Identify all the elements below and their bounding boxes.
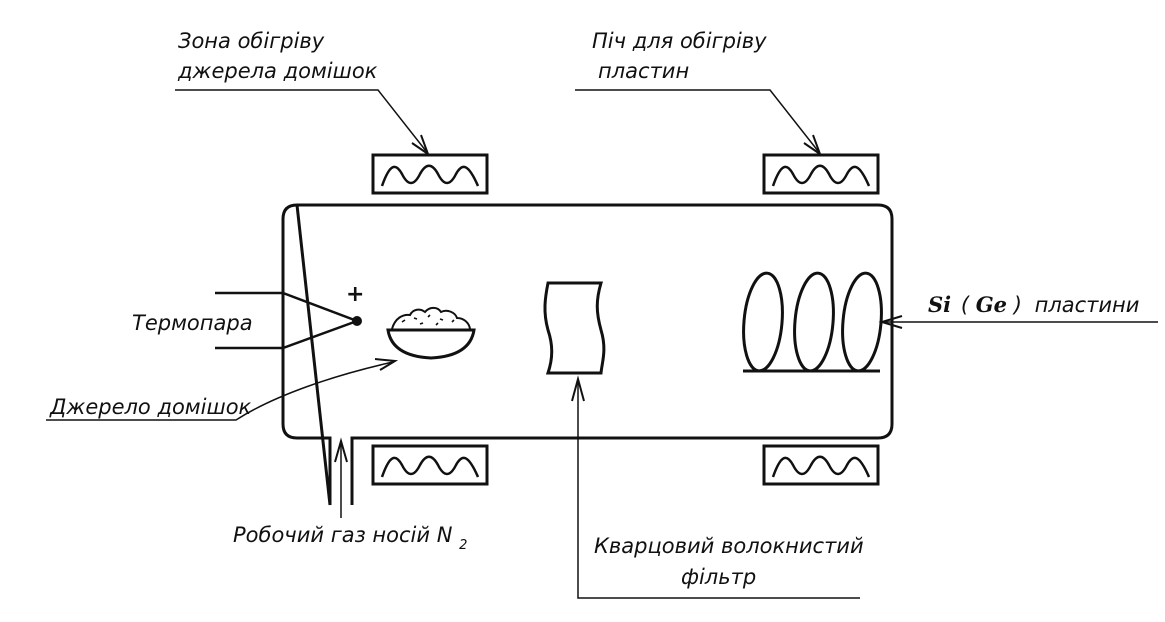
label-dopant-source: Джерело домішок (49, 395, 252, 419)
leader-heating-zone (175, 89, 431, 157)
leader-dopant-source (46, 358, 399, 421)
leader-wafers (878, 315, 1158, 329)
heater-coil-icon (380, 455, 480, 478)
arrow-head-icon (878, 315, 903, 329)
label-carrier-gas-subscript: 2 (459, 538, 467, 553)
label-thermocouple: Термопара (132, 311, 253, 335)
heater-bottom-right (762, 444, 880, 486)
heater-bottom-left (371, 444, 489, 486)
label-heating-zone-line1: Зона обігріву (178, 29, 325, 53)
gas-inlet-pipe (328, 438, 354, 505)
heater-coil-icon (771, 164, 871, 187)
leader-quartz-filter (571, 375, 860, 599)
arrow-head-icon (803, 134, 823, 157)
arrow-head-icon (411, 134, 431, 157)
label-wafers-paren-close: ) (1012, 293, 1022, 317)
heater-coil-icon (380, 164, 480, 187)
wafers (742, 271, 883, 373)
dopant-powder (391, 306, 471, 330)
label-furnace-line1: Піч для обігріву (592, 29, 767, 53)
label-wafers: Si ( Ge ) пластини (928, 292, 1139, 317)
quartz-filter (543, 281, 606, 375)
label-plus-sign: + (346, 282, 364, 307)
label-carrier-gas-text: Робочий газ носій N (233, 523, 453, 547)
arrow-head-icon (374, 358, 399, 371)
label-furnace-line2: пластин (598, 59, 689, 83)
heater-top-left (371, 153, 489, 195)
arrow-head-icon (571, 375, 585, 402)
leader-furnace (575, 89, 823, 157)
label-quartz-filter-line2: фільтр (681, 565, 756, 589)
label-quartz-filter-line1: Кварцовий волокнистий (594, 534, 864, 558)
arrow-head-icon (334, 437, 348, 463)
label-carrier-gas: Робочий газ носій N 2 (233, 523, 467, 553)
thermocouple (215, 291, 362, 350)
thermocouple-junction (352, 316, 362, 326)
label-wafers-si: Si (928, 292, 951, 317)
label-wafers-word: пластини (1035, 293, 1140, 317)
label-heating-zone-line2: джерела домішок (177, 59, 378, 83)
label-wafers-paren-open: ( (961, 293, 970, 317)
quartz-tube (281, 203, 894, 506)
heater-coil-icon (771, 455, 871, 478)
leader-carrier-gas (334, 437, 348, 518)
heater-top-right (762, 153, 880, 195)
label-wafers-ge: Ge (976, 292, 1007, 317)
dopant-source-boat (386, 306, 476, 360)
